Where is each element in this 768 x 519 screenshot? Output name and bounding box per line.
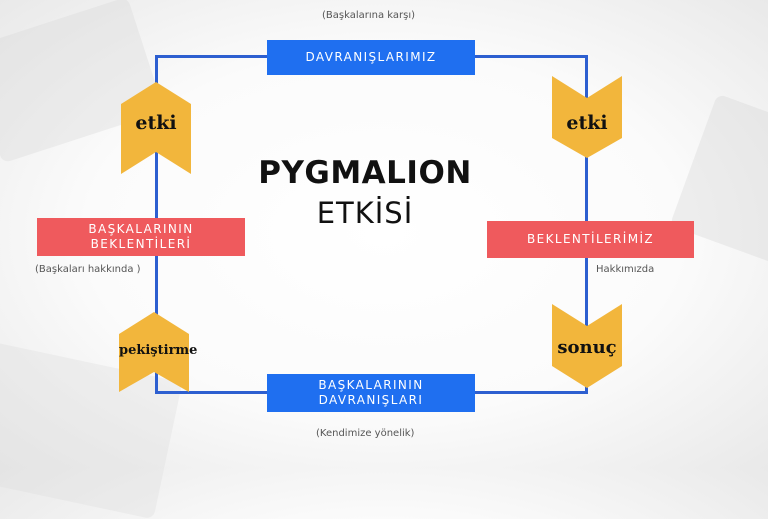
- box-left-line2: BEKLENTİLERİ: [90, 237, 192, 251]
- note-left: (Başkaları hakkında ): [35, 264, 141, 275]
- box-davranislarimiz-label: DAVRANIŞLARIMIZ: [305, 50, 437, 64]
- box-baskalarinin-davranislari: BAŞKALARININ DAVRANIŞLARI: [267, 374, 475, 412]
- note-bottom: (Kendimize yönelik): [316, 428, 415, 439]
- chevron-up-icon: [119, 312, 189, 392]
- page-title: PYGMALION: [258, 155, 472, 191]
- box-davranislarimiz: DAVRANIŞLARIMIZ: [267, 40, 475, 75]
- arrow-up-etki: etki: [121, 82, 191, 174]
- arrow-up-pekistirme: pekiştirme: [119, 312, 198, 392]
- box-beklentilerimiz: BEKLENTİLERİMİZ: [487, 221, 694, 258]
- box-beklentilerimiz-label: BEKLENTİLERİMİZ: [526, 232, 655, 246]
- chevron-down-icon: [552, 304, 622, 388]
- chevron-up-icon: [121, 82, 191, 174]
- note-right: Hakkımızda: [596, 264, 655, 275]
- box-baskalarinin-beklentileri: BAŞKALARININ BEKLENTİLERİ: [37, 218, 245, 256]
- box-left-line1: BAŞKALARININ: [88, 222, 194, 236]
- arrow-down-sonuc: sonuç: [552, 304, 622, 388]
- arrow-up-pekistirme-label: pekiştirme: [119, 343, 198, 358]
- arrow-down-etki-label: etki: [566, 112, 608, 134]
- chevron-down-icon: [552, 76, 622, 158]
- box-bottom-line2: DAVRANIŞLARI: [318, 393, 424, 407]
- arrow-down-sonuc-label: sonuç: [557, 337, 617, 358]
- note-top: (Başkalarına karşı): [322, 10, 416, 21]
- arrow-up-etki-label: etki: [135, 112, 177, 134]
- arrow-down-etki: etki: [552, 76, 622, 158]
- box-bottom-line1: BAŞKALARININ: [318, 378, 424, 392]
- page-subtitle: ETKİSİ: [316, 196, 414, 230]
